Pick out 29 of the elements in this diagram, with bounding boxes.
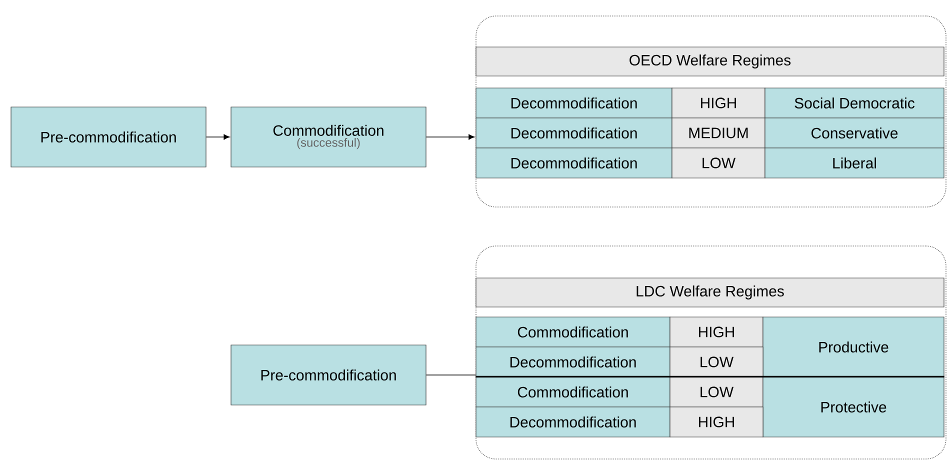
table-heading: OECD Welfare Regimes [476, 46, 944, 76]
table-heading: LDC Welfare Regimes [476, 278, 944, 308]
table-cell: Protective [762, 376, 944, 438]
table-cell: Decommodification [476, 346, 670, 378]
table-cell: HIGH [670, 316, 764, 348]
table-cell: Decommodification [476, 406, 670, 438]
table-cell: LOW [670, 346, 764, 378]
table-cell: Commodification [476, 316, 670, 348]
table-cell: Decommodification [476, 148, 672, 178]
process-box: Pre-commodification [10, 106, 206, 168]
process-box: Pre-commodification [230, 344, 426, 406]
table-cell: HIGH [672, 88, 766, 118]
table-cell: HIGH [670, 406, 764, 438]
table-cell: LOW [670, 376, 764, 408]
table-cell: Decommodification [476, 118, 672, 148]
table-cell: LOW [672, 148, 766, 178]
table-cell: Productive [762, 316, 944, 378]
arrow [426, 134, 475, 140]
rounded-frame [476, 16, 946, 208]
arrow [206, 134, 230, 140]
process-box: Commodification (successful) [230, 106, 426, 168]
connector-line [426, 374, 476, 376]
rounded-frame [476, 246, 946, 460]
table-cell: MEDIUM [672, 118, 766, 148]
table-cell: Commodification [476, 376, 670, 408]
table-cell: Decommodification [476, 88, 672, 118]
table-cell: Social Democratic [764, 88, 944, 118]
table-cell: Conservative [764, 118, 944, 148]
table-cell: Liberal [764, 148, 944, 178]
